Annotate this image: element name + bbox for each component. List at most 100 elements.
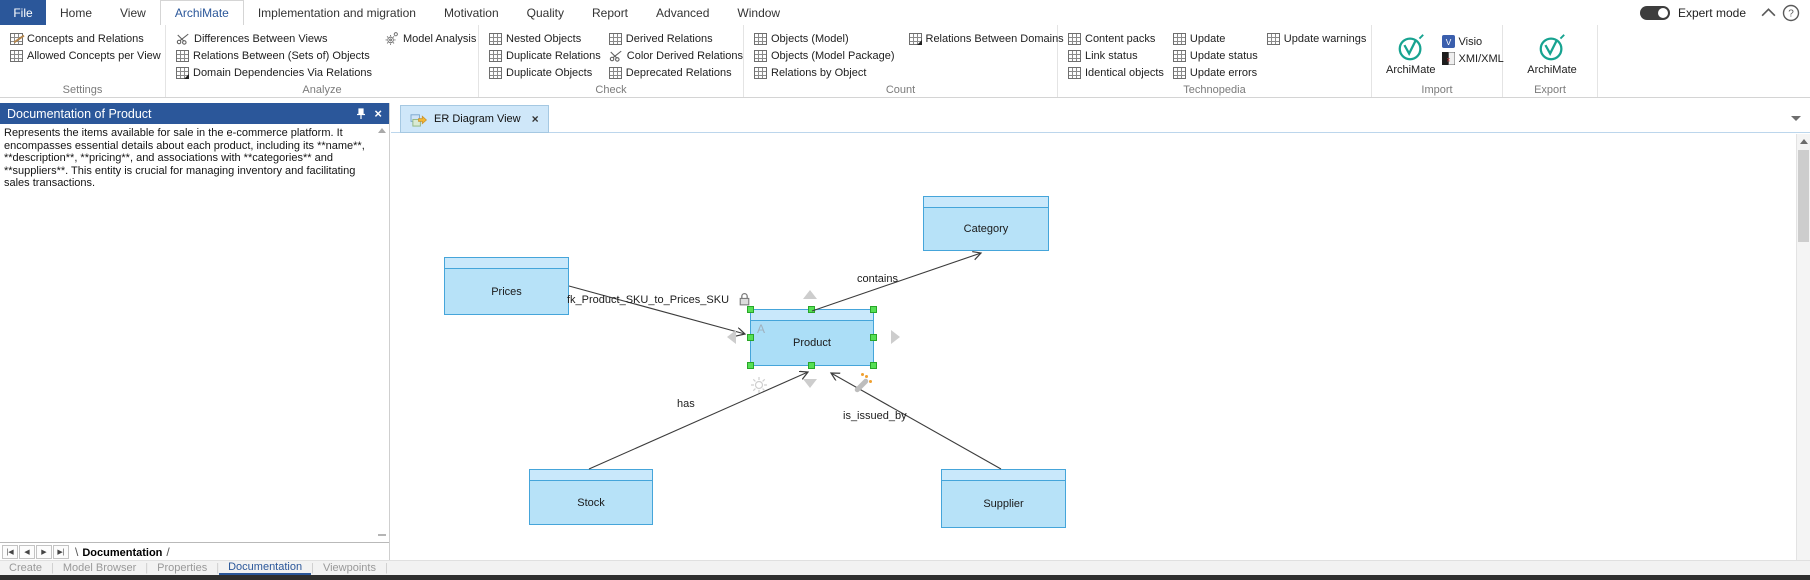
relations-by-object-button[interactable]: Relations by Object xyxy=(754,64,895,81)
documentation-sheet-tab[interactable]: \ Documentation / xyxy=(75,545,170,559)
update-warnings-button[interactable]: Update warnings xyxy=(1266,30,1366,47)
import-visio-button[interactable]: V Visio xyxy=(1441,33,1504,50)
entity-label: Prices xyxy=(491,285,522,298)
resize-handle[interactable] xyxy=(747,333,754,341)
quick-connect-down-icon[interactable] xyxy=(803,379,817,388)
table-icon xyxy=(608,32,622,45)
bottom-tab-model-browser[interactable]: Model Browser xyxy=(62,562,137,574)
objects-model-package-button[interactable]: Objects (Model Package) xyxy=(754,47,895,64)
entity-category[interactable]: Category xyxy=(923,196,1049,251)
menu-tab-report[interactable]: Report xyxy=(592,5,629,20)
er-diagram-view-tab[interactable]: ER Diagram View × xyxy=(400,105,549,133)
duplicate-objects-button[interactable]: Duplicate Objects xyxy=(489,64,601,81)
allowed-concepts-per-view-button[interactable]: Allowed Concepts per View xyxy=(10,47,161,64)
menu-tab-implementation[interactable]: Implementation and migration xyxy=(257,5,416,20)
entity-stock[interactable]: Stock xyxy=(529,469,653,525)
scrollbar-thumb[interactable] xyxy=(1798,150,1809,242)
ribbon-item-label: Concepts and Relations xyxy=(27,32,144,45)
duplicate-relations-button[interactable]: Duplicate Relations xyxy=(489,47,601,64)
export-archimate-button[interactable]: ArchiMate xyxy=(1521,30,1583,76)
er-diagram-canvas[interactable]: Category Prices Product Stock xyxy=(391,134,1796,560)
menu-tab-quality[interactable]: Quality xyxy=(526,5,564,20)
documentation-scrollbar[interactable] xyxy=(375,124,388,542)
deprecated-relations-button[interactable]: Deprecated Relations xyxy=(608,64,743,81)
table-icon xyxy=(489,66,502,79)
menu-tab-view[interactable]: View xyxy=(120,5,146,20)
scroll-up-arrow-icon[interactable] xyxy=(1800,139,1808,144)
close-view-icon[interactable]: × xyxy=(531,112,539,126)
color-derived-relations-button[interactable]: Color Derived Relations xyxy=(609,47,743,64)
tab-list-dropdown-icon[interactable] xyxy=(1791,116,1801,121)
first-sheet-button[interactable]: |◀ xyxy=(2,544,18,559)
content-packs-button[interactable]: Content packs xyxy=(1068,30,1164,47)
magic-wand-icon[interactable] xyxy=(851,373,873,396)
entity-product[interactable]: Product xyxy=(747,306,877,369)
link-status-button[interactable]: Link status xyxy=(1068,47,1164,64)
relation-label-fk[interactable]: fk_Product_SKU_to_Prices_SKU xyxy=(567,294,730,306)
pin-icon[interactable] xyxy=(356,107,366,120)
bottom-tab-properties[interactable]: Properties xyxy=(157,562,208,574)
quick-connect-up-icon[interactable] xyxy=(803,290,817,299)
entity-supplier[interactable]: Supplier xyxy=(941,469,1066,528)
relation-has[interactable] xyxy=(588,372,808,470)
menu-tab-window[interactable]: Window xyxy=(737,5,781,20)
quick-connect-right-icon[interactable] xyxy=(891,330,900,344)
svg-text:x: x xyxy=(1446,56,1450,63)
differences-between-views-button[interactable]: Differences Between Views xyxy=(176,30,372,47)
update-errors-button[interactable]: Update errors xyxy=(1172,64,1258,81)
ribbon-group-count: Objects (Model) Objects (Model Package) … xyxy=(744,25,1064,97)
import-xmi-xml-button[interactable]: x XMI/XML xyxy=(1441,50,1504,67)
resize-handle[interactable] xyxy=(808,362,815,369)
model-analysis-button[interactable]: Model Analysis xyxy=(384,30,476,47)
ribbon-item-label: Derived Relations xyxy=(625,32,713,45)
import-archimate-button[interactable]: ArchiMate xyxy=(1386,30,1436,76)
collapse-ribbon-icon[interactable] xyxy=(1760,7,1777,18)
ribbon-item-label: Duplicate Relations xyxy=(506,49,601,62)
nested-objects-button[interactable]: Nested Objects xyxy=(489,30,601,47)
resize-handle[interactable] xyxy=(870,362,877,369)
relation-label-is-issued-by[interactable]: is_issued_by xyxy=(843,410,907,422)
resize-handle[interactable] xyxy=(747,306,754,313)
update-button[interactable]: Update xyxy=(1172,30,1258,47)
ribbon-item-label: ArchiMate xyxy=(1386,64,1436,76)
bottom-tab-documentation[interactable]: Documentation xyxy=(219,561,312,575)
group-label-export: Export xyxy=(1534,84,1566,96)
table-icon xyxy=(608,66,622,79)
entity-prices[interactable]: Prices xyxy=(444,257,569,315)
resize-handle[interactable] xyxy=(870,306,877,313)
identical-objects-button[interactable]: Identical objects xyxy=(1068,64,1164,81)
menu-tab-home[interactable]: Home xyxy=(60,5,93,20)
relations-between-domains-button[interactable]: Relations Between Domains xyxy=(908,30,1064,47)
bottom-tab-viewpoints[interactable]: Viewpoints xyxy=(322,562,376,574)
close-panel-icon[interactable]: × xyxy=(374,106,382,121)
next-sheet-button[interactable]: ▶ xyxy=(36,544,52,559)
bottom-tab-create[interactable]: Create xyxy=(9,562,43,574)
expert-mode-toggle[interactable] xyxy=(1639,5,1670,20)
domain-dependencies-button[interactable]: Domain Dependencies Via Relations xyxy=(176,64,372,81)
previous-sheet-button[interactable]: ◀ xyxy=(19,544,35,559)
scroll-up-arrow-icon[interactable] xyxy=(378,128,386,133)
sun-tool-icon[interactable] xyxy=(749,375,769,395)
canvas-vertical-scrollbar[interactable] xyxy=(1796,134,1810,560)
resize-handle[interactable] xyxy=(870,333,877,341)
menu-tab-advanced[interactable]: Advanced xyxy=(656,5,710,20)
concepts-and-relations-button[interactable]: Concepts and Relations xyxy=(10,30,159,47)
resize-handle[interactable] xyxy=(808,306,815,313)
relation-label-has[interactable]: has xyxy=(677,398,695,410)
update-status-button[interactable]: Update status xyxy=(1172,47,1258,64)
relation-label-contains[interactable]: contains xyxy=(857,273,898,285)
menu-tab-archimate[interactable]: ArchiMate xyxy=(159,0,244,25)
resize-handle[interactable] xyxy=(747,362,754,369)
scroll-down-indicator[interactable] xyxy=(378,534,386,536)
derived-relations-button[interactable]: Derived Relations xyxy=(608,30,743,47)
help-icon[interactable]: ? xyxy=(1782,4,1800,22)
last-sheet-button[interactable]: ▶| xyxy=(53,544,69,559)
relations-between-sets-button[interactable]: Relations Between (Sets of) Objects xyxy=(176,47,372,64)
ribbon-item-label: Allowed Concepts per View xyxy=(27,49,161,62)
menu-tab-motivation[interactable]: Motivation xyxy=(443,5,499,20)
group-label-analyze: Analyze xyxy=(302,84,342,96)
menu-tab-file[interactable]: File xyxy=(0,0,46,25)
objects-model-button[interactable]: Objects (Model) xyxy=(754,30,895,47)
quick-connect-left-icon[interactable] xyxy=(727,330,736,344)
